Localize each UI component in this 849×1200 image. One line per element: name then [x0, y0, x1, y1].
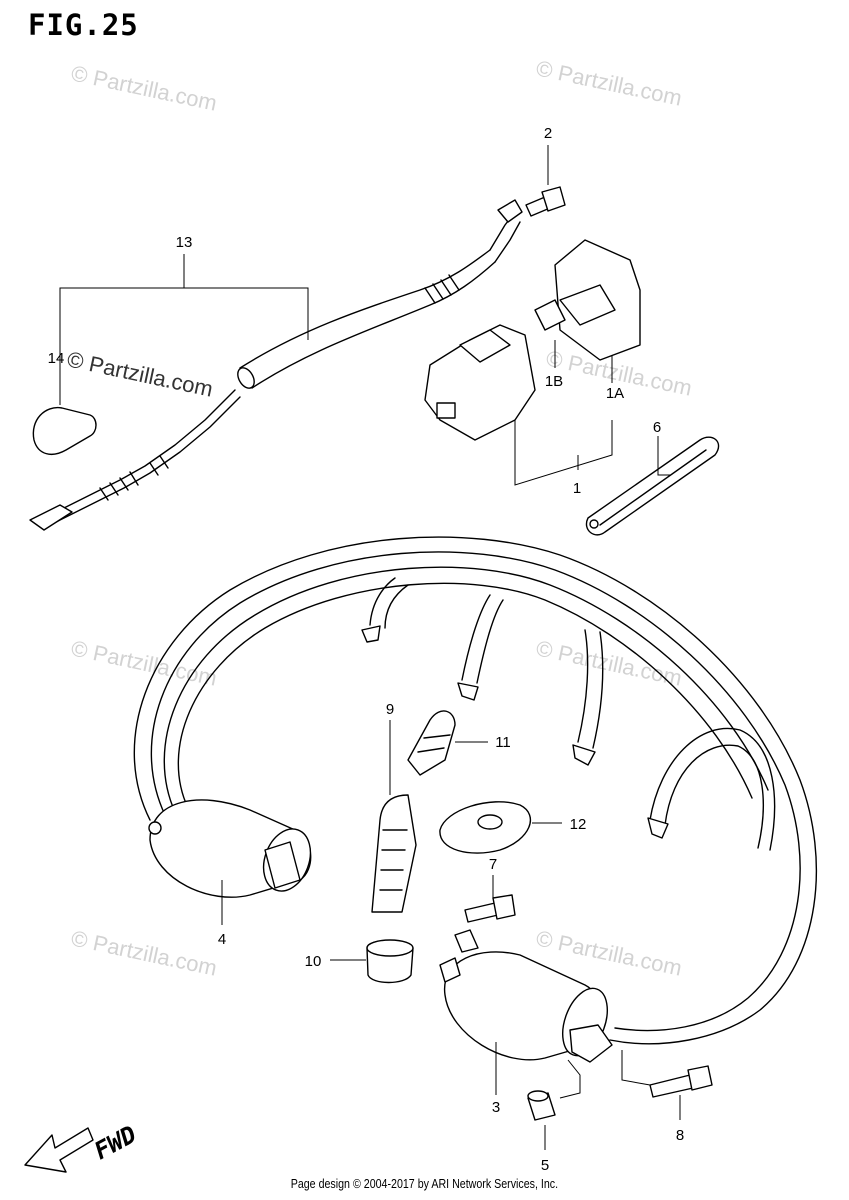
- connector-part-1: [424, 239, 641, 486]
- callout-9: 9: [386, 701, 394, 718]
- plug-cap-part-9: [371, 720, 417, 913]
- watermark-dark: © Partzilla.com: [65, 346, 215, 401]
- copyright-footer: Page design © 2004-2017 by ARI Network S…: [290, 1176, 559, 1191]
- watermark: © Partzilla.com: [69, 60, 219, 115]
- callout-8: 8: [676, 1127, 684, 1144]
- callout-6: 6: [653, 419, 661, 436]
- high-tension-leads: [133, 536, 818, 1045]
- forward-direction-indicator: FWD: [24, 1120, 141, 1173]
- grommet-part-12: [439, 801, 562, 854]
- fwd-label: FWD: [90, 1120, 141, 1165]
- callout-1a: 1A: [606, 385, 624, 402]
- bolt-part-2: [525, 145, 566, 217]
- watermark: © Partzilla.com: [69, 635, 219, 690]
- spacer-part-5: [527, 1090, 556, 1150]
- callout-13: 13: [176, 234, 193, 251]
- bolt-part-7: [464, 875, 516, 923]
- ignition-coil-part-3: [439, 929, 613, 1099]
- callout-4: 4: [218, 931, 226, 948]
- callout-7: 7: [489, 856, 497, 873]
- callout-12: 12: [570, 816, 587, 833]
- ignition-coil-part-4: [148, 799, 312, 925]
- watermark: © Partzilla.com: [534, 635, 684, 690]
- figure-title: FIG.25: [28, 8, 139, 42]
- bolt-part-8: [621, 1050, 713, 1120]
- ground-wire-part-13: [29, 199, 523, 531]
- clamp-part-6: [585, 436, 720, 536]
- cap-part-10: [330, 939, 414, 984]
- callout-11: 11: [495, 734, 511, 751]
- callout-10: 10: [305, 953, 322, 970]
- watermark: © Partzilla.com: [534, 55, 684, 110]
- callout-3: 3: [492, 1099, 500, 1116]
- callout-14: 14: [48, 350, 65, 367]
- seal-part-11: [407, 710, 488, 776]
- callout-2: 2: [544, 125, 552, 142]
- callout-1: 1: [573, 480, 581, 497]
- watermark: © Partzilla.com: [69, 925, 219, 980]
- terminal-cap-part-14: [32, 406, 97, 456]
- callout-labels: 1 1A 1B 2 3 4 5 6 7 8 9 10 11 12 13 14: [48, 125, 685, 1174]
- callout-1b: 1B: [545, 373, 563, 390]
- callout-5: 5: [541, 1157, 549, 1174]
